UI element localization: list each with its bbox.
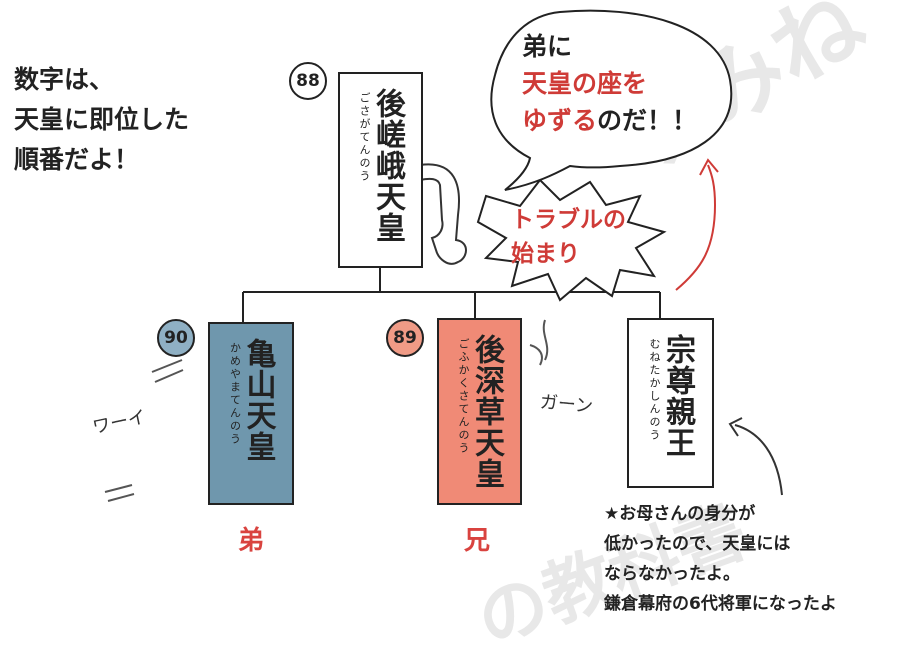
burst-shape bbox=[476, 178, 667, 302]
note-numbers: 数字は、 天皇に即位した 順番だよ！ bbox=[14, 60, 189, 180]
emperor-number-89: 89 bbox=[386, 319, 424, 357]
note-munetaka: ★お母さんの身分が 低かったので、天皇には ならなかったよ。 鎌倉幕府の6代将軍… bbox=[604, 499, 837, 619]
note-bottom-line: ★お母さんの身分が bbox=[604, 504, 756, 524]
gosaga-box: 後嵯峨天皇 ごさがてんのう bbox=[338, 72, 423, 268]
kameyama-name: 亀山天皇 bbox=[240, 338, 276, 462]
note-bottom-line: 低かったので、天皇には bbox=[604, 534, 791, 554]
note-bottom-line: ならなかったよ。 bbox=[604, 564, 740, 584]
munetaka-box: 宗尊親王 むねたかしんのう bbox=[627, 318, 714, 488]
note-line: 順番だよ！ bbox=[14, 145, 140, 174]
munetaka-ruby: むねたかしんのう bbox=[648, 338, 661, 442]
relation-older-brother: 兄 bbox=[464, 526, 491, 556]
gofukakusa-box: 後深草天皇 ごふかくさてんのう bbox=[437, 318, 522, 505]
burst-text: トラブルの 始まり bbox=[511, 203, 626, 271]
gosaga-name: 後嵯峨天皇 bbox=[370, 88, 405, 243]
burst-line-1: トラブルの bbox=[511, 207, 626, 233]
emperor-number-88: 88 bbox=[289, 62, 327, 100]
speech-line-1: 弟に bbox=[522, 32, 573, 61]
pointing-hand bbox=[419, 163, 467, 265]
speech-bubble-text: 弟に 天皇の座を ゆずるのだ！！ bbox=[522, 28, 697, 139]
speech-bubble-shape bbox=[490, 9, 733, 191]
kameyama-ruby: かめやまてんのう bbox=[228, 342, 242, 446]
note-line: 数字は、 bbox=[14, 65, 115, 94]
kameyama-box: 亀山天皇 かめやまてんのう bbox=[208, 322, 294, 505]
note-bottom-line: 鎌倉幕府の6代将軍になったよ bbox=[604, 594, 837, 614]
burst-line-2: 始まり bbox=[511, 241, 580, 267]
speech-line-3-red: ゆずる bbox=[522, 106, 598, 135]
note-line: 天皇に即位した bbox=[14, 105, 190, 134]
gofukakusa-ruby: ごふかくさてんのう bbox=[457, 338, 470, 455]
speech-line-2: 天皇の座を bbox=[522, 69, 648, 98]
relation-younger-brother: 弟 bbox=[238, 526, 265, 556]
gosaga-ruby: ごさがてんのう bbox=[358, 92, 371, 183]
speech-line-3-black: のだ！！ bbox=[597, 106, 698, 135]
munetaka-name: 宗尊親王 bbox=[660, 334, 695, 458]
family-tree-lines bbox=[104, 9, 783, 502]
emperor-number-90: 90 bbox=[157, 319, 195, 357]
gofukakusa-name: 後深草天皇 bbox=[469, 334, 504, 489]
speech-line-3: ゆずるのだ！！ bbox=[522, 102, 697, 139]
sfx-gaan: ガーン bbox=[539, 391, 594, 418]
